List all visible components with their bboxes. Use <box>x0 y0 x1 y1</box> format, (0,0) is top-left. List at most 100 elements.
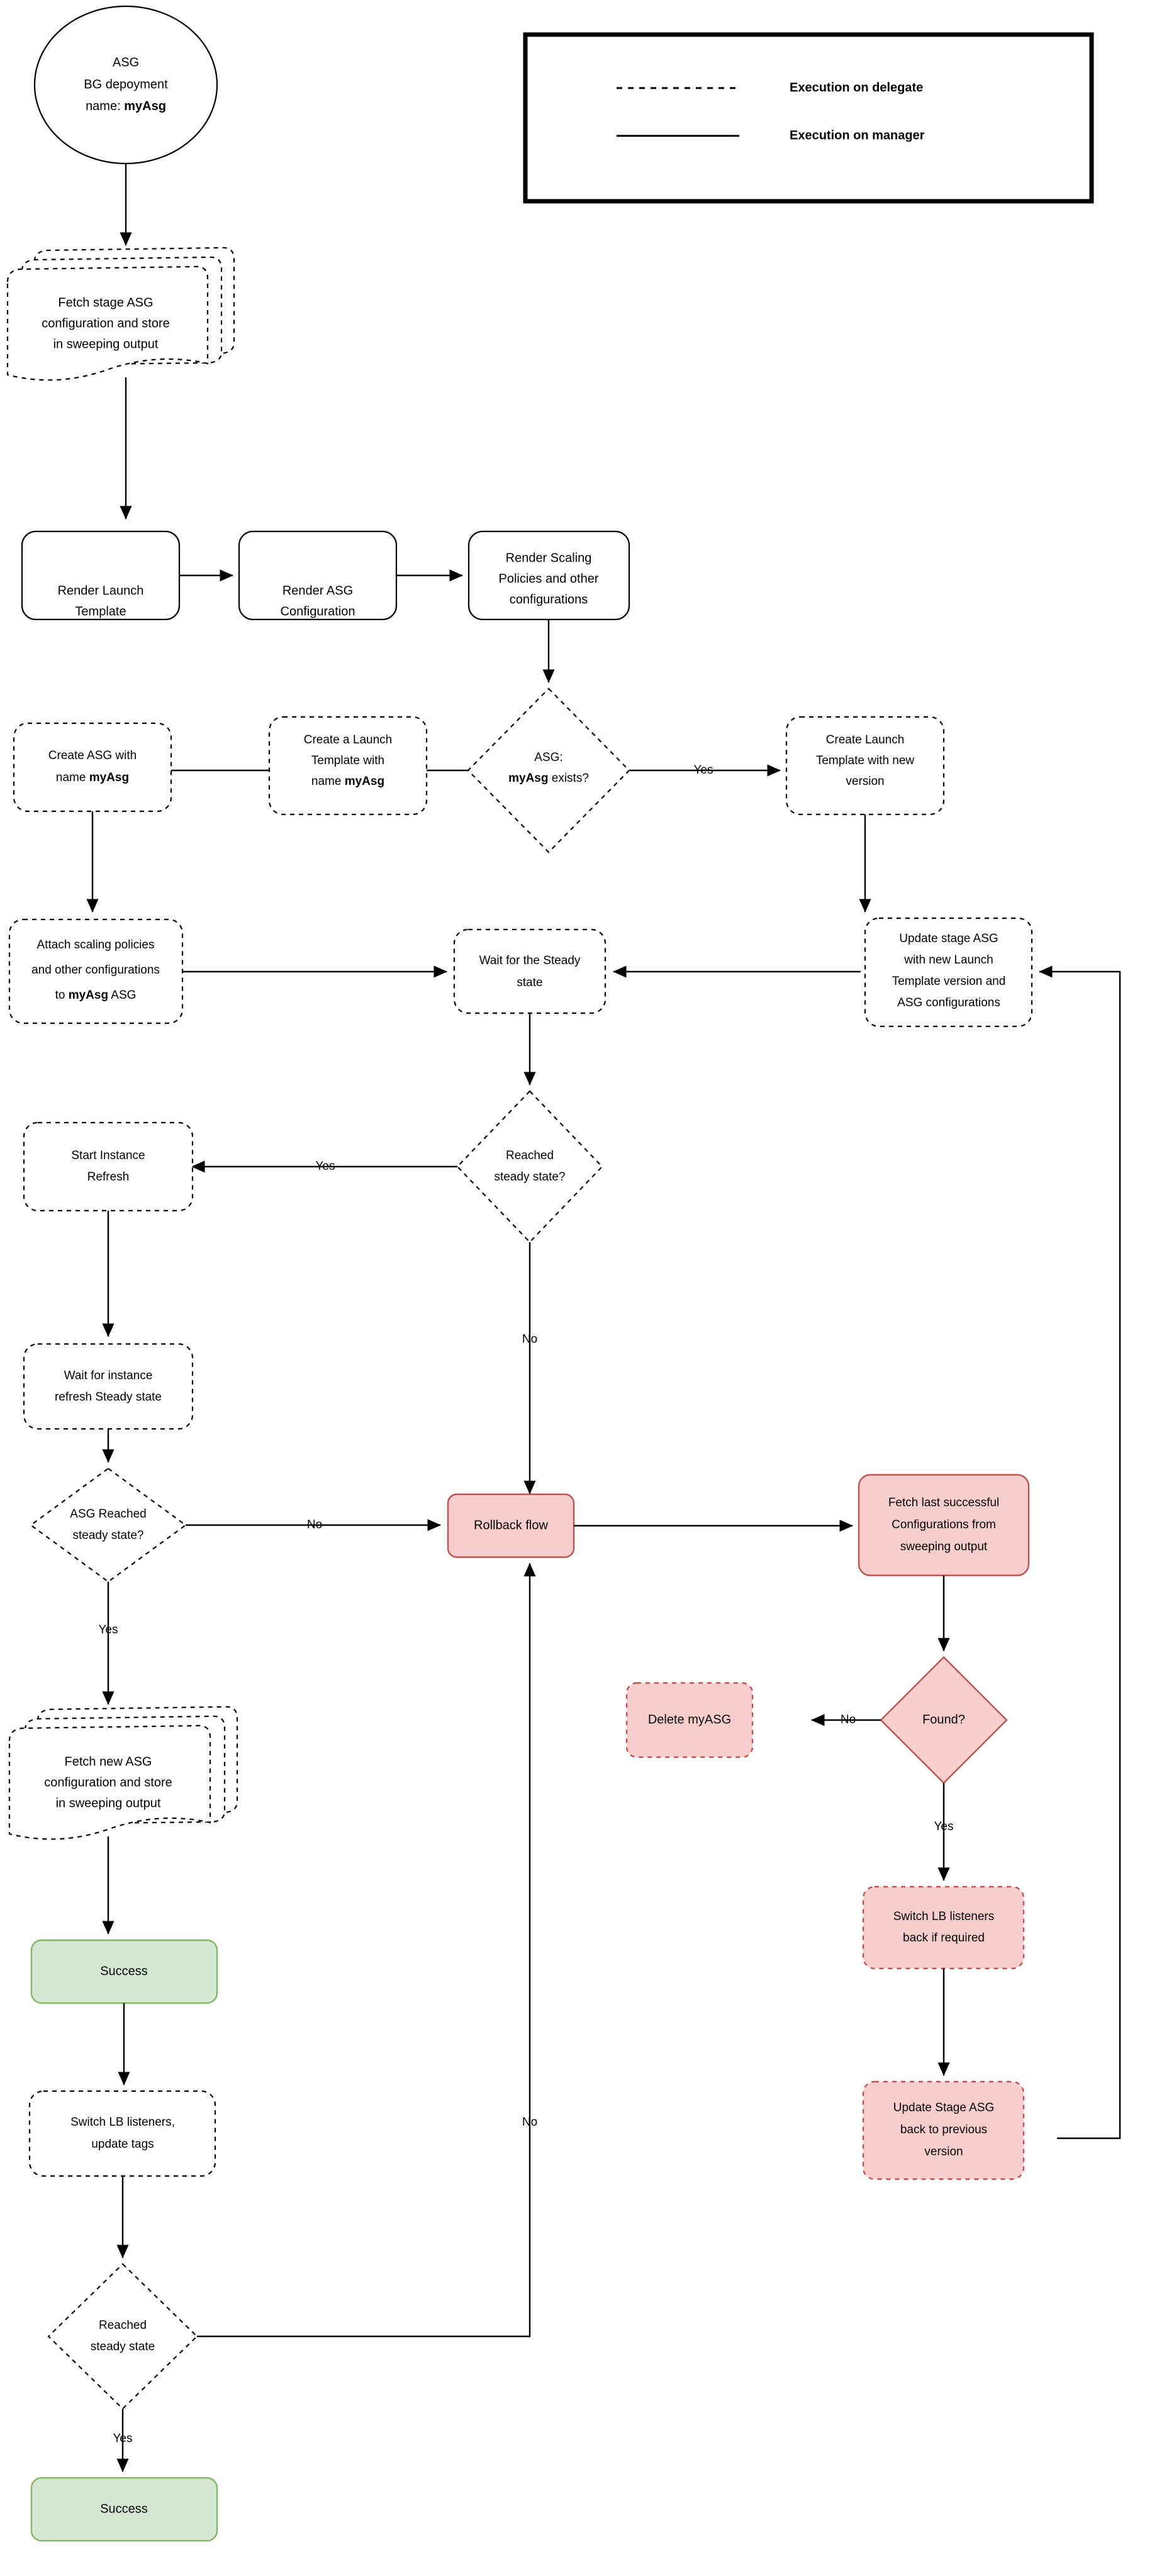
fetch-stage-line1: Fetch stage ASG <box>58 296 153 309</box>
wait-instance-refresh-box <box>23 1343 194 1430</box>
node-reached-steady-state-1[interactable]: Reached steady state? <box>456 1090 603 1243</box>
node-attach-scaling-policies[interactable]: Attach scaling policies and other config… <box>8 918 184 1024</box>
start-line2: BG depoyment <box>84 77 168 91</box>
fls-line3: sweeping output <box>900 1540 988 1553</box>
node-fetch-stage-config[interactable]: Fetch stage ASG configuration and store … <box>6 247 235 381</box>
edge-label-no-asg-reached: No <box>307 1518 322 1531</box>
node-rollback-flow[interactable]: Rollback flow <box>447 1493 575 1558</box>
node-update-stage-asg[interactable]: Update stage ASG with new Launch Templat… <box>864 917 1033 1028</box>
node-fetch-last-successful[interactable]: Fetch last successful Configurations fro… <box>858 1474 1030 1577</box>
fnac-line1: Fetch new ASG <box>65 1755 152 1768</box>
node-fetch-new-asg-config[interactable]: Fetch new ASG configuration and store in… <box>8 1706 238 1840</box>
start-line3: name: myAsg <box>86 99 166 113</box>
node-start-instance-refresh[interactable]: Start Instance Refresh <box>23 1121 194 1212</box>
found-label: Found? <box>922 1713 965 1726</box>
node-create-launch-template-new-version[interactable]: Create Launch Template with new version <box>785 716 945 816</box>
fls-line2: Configurations from <box>892 1518 996 1531</box>
node-asg-exists-decision[interactable]: ASG: myAsg exists? <box>467 687 630 853</box>
node-start[interactable]: ASG BG depoyment name: myAsg <box>33 5 218 165</box>
fnac-line3: in sweeping output <box>56 1796 161 1810</box>
asg-exists-line1: ASG: <box>534 751 562 764</box>
render-asg-line2: Configuration <box>281 604 355 618</box>
create-asg-line1: Create ASG with <box>48 749 137 762</box>
sir-line1: Start Instance <box>71 1149 145 1162</box>
update-stage-prev-box <box>862 2080 1025 2180</box>
edge-rollback-prev-to-update-stage <box>1039 965 1121 2140</box>
rss2-line1: Reached <box>99 2319 147 2332</box>
reached-steady-1-line1: Reached <box>506 1149 554 1162</box>
node-switch-lb-tags[interactable]: Switch LB listeners, update tags <box>28 2090 216 2177</box>
wait-steady-box <box>453 928 607 1014</box>
create-asg-line2: name myAsg <box>56 771 129 784</box>
wir-line1: Wait for instance <box>64 1369 153 1382</box>
node-update-stage-prev-version[interactable]: Update Stage ASG back to previous versio… <box>862 2080 1025 2180</box>
edge-label-no-final: No <box>522 2116 537 2129</box>
node-render-launch-template[interactable]: Render Launch Template <box>21 530 181 621</box>
update-stage-line1: Update stage ASG <box>899 932 998 945</box>
create-lt-new-version-box <box>785 716 945 816</box>
delete-myasg-box <box>625 1682 754 1758</box>
switch-lb-back-box <box>862 1885 1025 1970</box>
node-asg-reached-steady-state[interactable]: ASG Reached steady state? <box>30 1467 187 1583</box>
node-delete-myasg[interactable]: Delete myASG <box>625 1682 754 1758</box>
fetch-new-doc-front <box>8 1724 211 1840</box>
success-2-box <box>30 2477 218 2542</box>
node-success-1[interactable]: Success <box>30 1939 218 2004</box>
create-lt-myasg-box <box>268 716 428 816</box>
rollback-flow-label: Rollback flow <box>474 1518 548 1532</box>
fetch-stage-doc-front <box>6 265 209 381</box>
slb-line1: Switch LB listeners <box>893 1910 995 1923</box>
create-lt-nv-line3: version <box>846 775 884 788</box>
attach-line2: and other configurations <box>31 963 160 977</box>
node-create-launch-template-myasg[interactable]: Create a Launch Template with name myAsg <box>268 716 428 816</box>
legend: Execution on delegate Execution on manag… <box>523 32 1094 204</box>
asg-reached-line2: steady state? <box>72 1529 143 1542</box>
delete-myasg-label: Delete myASG <box>648 1713 731 1726</box>
success-2-label: Success <box>100 2502 148 2516</box>
reached-steady-2-diamond <box>47 2263 198 2410</box>
node-render-asg-config[interactable]: Render ASG Configuration <box>238 530 398 621</box>
rss2-line2: steady state <box>91 2340 155 2353</box>
wait-steady-line2: state <box>517 976 542 989</box>
fls-line1: Fetch last successful <box>888 1496 999 1509</box>
attach-line1: Attach scaling policies <box>37 938 155 952</box>
edge-reached-steady-2-no <box>197 1563 536 2338</box>
reached-steady-1-line2: steady state? <box>494 1170 565 1184</box>
render-scaling-line3: configurations <box>510 592 588 606</box>
slt-line1: Switch LB listeners, <box>70 2116 175 2129</box>
sir-line2: Refresh <box>87 1170 130 1184</box>
node-reached-steady-state-2[interactable]: Reached steady state <box>47 2263 198 2410</box>
create-lt-nv-line1: Create Launch <box>826 733 905 747</box>
render-lt-line2: Template <box>75 604 126 618</box>
edge-label-no-steady-1: No <box>522 1333 537 1346</box>
slb-line2: back if required <box>903 1931 985 1945</box>
update-stage-asg-box <box>864 917 1033 1028</box>
start-line1: ASG <box>113 55 139 69</box>
create-lt-myasg-line1: Create a Launch <box>304 733 393 747</box>
fetch-stage-line2: configuration and store <box>42 316 169 330</box>
node-found-decision[interactable]: Found? <box>880 1656 1008 1784</box>
node-render-scaling-policies[interactable]: Render Scaling Policies and other config… <box>467 530 630 621</box>
wir-line2: refresh Steady state <box>55 1391 162 1404</box>
node-wait-instance-refresh[interactable]: Wait for instance refresh Steady state <box>23 1343 194 1430</box>
legend-delegate-label: Execution on delegate <box>790 80 923 94</box>
start-instance-refresh-box <box>23 1121 194 1212</box>
render-scaling-line2: Policies and other <box>499 572 599 586</box>
node-success-2[interactable]: Success <box>30 2477 218 2542</box>
node-wait-for-steady-state[interactable]: Wait for the Steady state <box>453 928 607 1014</box>
usp-line3: version <box>924 2145 963 2158</box>
asg-exists-line2: myAsg exists? <box>508 772 589 785</box>
render-scaling-line1: Render Scaling <box>506 551 592 565</box>
create-lt-nv-line2: Template with new <box>816 754 915 767</box>
create-asg-myasg-box <box>13 722 172 813</box>
node-create-asg-myasg[interactable]: Create ASG with name myAsg <box>13 722 172 813</box>
wait-steady-line1: Wait for the Steady <box>479 954 581 967</box>
node-switch-lb-back[interactable]: Switch LB listeners back if required <box>862 1885 1025 1970</box>
update-stage-line4: ASG configurations <box>897 996 1000 1009</box>
asg-reached-diamond <box>30 1467 187 1583</box>
asg-reached-line1: ASG Reached <box>70 1507 146 1521</box>
render-lt-line1: Render Launch <box>58 584 144 597</box>
update-stage-line3: Template version and <box>892 975 1006 988</box>
